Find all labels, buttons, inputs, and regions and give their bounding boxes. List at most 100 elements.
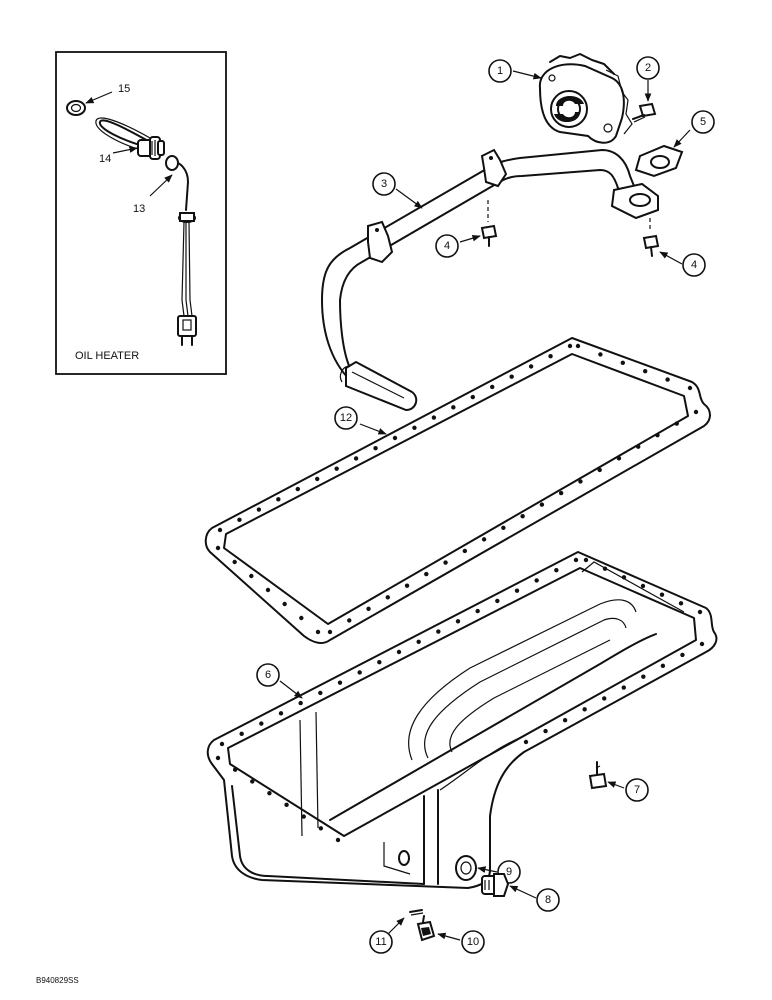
bolt-hole (392, 435, 398, 441)
bolt-hole (558, 490, 564, 496)
oil-heater-seal-ring (66, 100, 86, 116)
bolt-hole (416, 639, 421, 644)
svg-text:11: 11 (375, 936, 386, 948)
bolt-hole (250, 779, 255, 784)
sensor-plug (416, 915, 436, 942)
bolt-hole (337, 680, 343, 685)
bolt-hole (514, 588, 520, 593)
bolt-hole (217, 527, 223, 533)
callout-15: 15 (118, 83, 130, 95)
bolt-hole (665, 377, 670, 382)
svg-text:10: 10 (467, 936, 479, 948)
bolt-hole (357, 670, 362, 675)
svg-text:2: 2 (645, 62, 651, 74)
bolt-hole (327, 629, 333, 635)
bolt-hole (636, 444, 641, 449)
tube-bracket-bolt-left (480, 200, 498, 247)
bolt-hole (424, 571, 429, 577)
callout-2: 2 (636, 56, 660, 80)
callout-8: 8 (536, 888, 560, 912)
bolt-hole (431, 415, 437, 420)
bolt-hole (562, 718, 568, 723)
oil-pan (206, 551, 718, 889)
bolt-hole (237, 517, 242, 522)
callout-7: 7 (625, 778, 649, 802)
callout-11: 11 (369, 930, 393, 954)
bolt-hole (295, 486, 300, 492)
bolt-hole (674, 421, 679, 426)
bolt-hole (621, 685, 626, 690)
bolt-hole (353, 456, 359, 461)
oil-heater-caption: OIL HEATER (75, 350, 139, 362)
bolt-hole (455, 619, 461, 624)
bolt-hole (239, 731, 244, 736)
svg-text:6: 6 (265, 669, 271, 681)
bolt-hole (436, 629, 441, 634)
bolt-hole (278, 711, 284, 716)
bolt-hole (215, 545, 221, 551)
bolt-hole (267, 790, 272, 796)
bolt-hole (602, 696, 607, 701)
bolt-hole (567, 343, 573, 349)
bolt-hole (616, 456, 622, 461)
bolt-hole (523, 739, 529, 745)
svg-text:3: 3 (381, 178, 387, 190)
bolt-hole (318, 826, 324, 831)
callout-12: 12 (334, 406, 358, 430)
bolt-hole (282, 601, 287, 607)
bolt-hole (443, 560, 448, 565)
callout-1: 1 (488, 59, 512, 83)
bolt-hole (284, 802, 289, 808)
callout-3: 3 (372, 172, 396, 196)
bolt-hole (678, 601, 684, 606)
bolt-hole (347, 618, 352, 623)
bolt-hole (490, 384, 495, 390)
svg-text:12: 12 (340, 412, 352, 424)
bolt-hole (259, 721, 264, 726)
bolt-hole (412, 425, 417, 430)
bolt-hole (578, 479, 583, 484)
bolt-hole (276, 497, 281, 502)
pan-flange-bolt-holes (215, 557, 705, 843)
bolt-hole (598, 352, 603, 357)
bolt-hole (697, 609, 703, 615)
bolt-hole (659, 592, 665, 597)
bolt-hole (475, 608, 480, 614)
bolt-hole (334, 466, 339, 471)
bolt-hole (318, 690, 323, 696)
svg-text:4: 4 (691, 259, 697, 271)
bolt-hole (298, 700, 303, 706)
callout-13: 13 (133, 203, 145, 215)
figure-reference-code: B940829SS (36, 976, 79, 985)
callout-14: 14 (99, 153, 111, 165)
bolt-hole (534, 578, 539, 583)
svg-text:8: 8 (545, 894, 551, 906)
bolt-hole (232, 767, 238, 772)
bolt-hole (573, 557, 579, 563)
bolt-hole (539, 502, 545, 507)
bolt-hole (366, 606, 371, 612)
svg-text:1: 1 (497, 65, 503, 77)
oil-pump (538, 53, 633, 144)
oil-heater-cord (165, 155, 197, 346)
bolt-hole (509, 374, 514, 379)
bolt-hole (597, 467, 602, 473)
bolt-hole (451, 405, 456, 410)
tube-flange-bolt-right (642, 218, 660, 257)
pump-bolt (632, 102, 657, 123)
bolt-hole (396, 649, 402, 655)
bolt-hole (528, 364, 534, 369)
bolt-hole (680, 652, 685, 658)
oil-heater-inset: 15 14 13 OIL HEATER (55, 51, 227, 375)
callout-4-left: 4 (435, 234, 459, 258)
drain-seal (409, 909, 424, 916)
bolt-hole (554, 568, 559, 573)
bolt-hole (582, 707, 587, 712)
pump-gasket (634, 144, 684, 178)
bolt-hole (377, 660, 382, 665)
bolt-hole (621, 575, 627, 580)
bolt-hole (543, 728, 548, 734)
bolt-hole (501, 525, 506, 530)
callout-10: 10 (461, 930, 485, 954)
